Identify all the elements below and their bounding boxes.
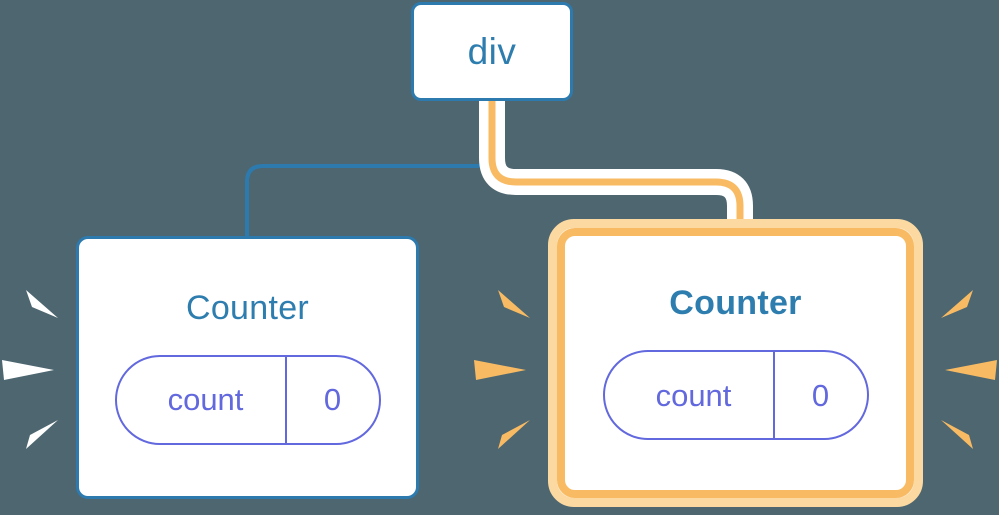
sparkle-group-left-of-left-card <box>2 290 58 449</box>
sparkle-ray <box>26 420 58 449</box>
sparkle-ray <box>2 360 54 380</box>
state-key-label: count <box>655 377 732 413</box>
sparkle-ray <box>498 420 530 449</box>
state-value-label: 0 <box>284 356 379 443</box>
connector-div-to-right-counter <box>488 101 744 236</box>
div-node-label: div <box>467 31 517 72</box>
counter-node-right-title: Counter <box>669 284 802 322</box>
counter-node-right[interactable]: Counter count 0 <box>548 219 923 507</box>
sparkle-ray <box>941 290 973 318</box>
counter-node-right-state-pill[interactable]: count 0 <box>602 350 869 440</box>
sparkle-group-right-of-left-card <box>474 290 530 449</box>
counter-node-left-state-pill[interactable]: count 0 <box>114 354 381 445</box>
sparkle-ray <box>945 360 997 380</box>
sparkle-ray <box>498 290 530 318</box>
counter-node-left-title: Counter <box>185 288 310 327</box>
counter-node-right-highlight-ring: Counter count 0 <box>557 228 914 498</box>
sparkle-group-right-of-right-card <box>941 290 997 449</box>
state-key-label: count <box>167 382 244 417</box>
state-value-label: 0 <box>772 352 867 438</box>
counter-node-left[interactable]: Counter count 0 <box>76 236 419 499</box>
div-node[interactable]: div <box>411 2 573 101</box>
sparkle-ray <box>941 420 973 449</box>
counter-node-right-body: Counter count 0 <box>565 236 906 490</box>
sparkle-ray <box>474 360 526 380</box>
counter-node-left-body: Counter count 0 <box>79 239 416 496</box>
sparkle-ray <box>26 290 58 318</box>
